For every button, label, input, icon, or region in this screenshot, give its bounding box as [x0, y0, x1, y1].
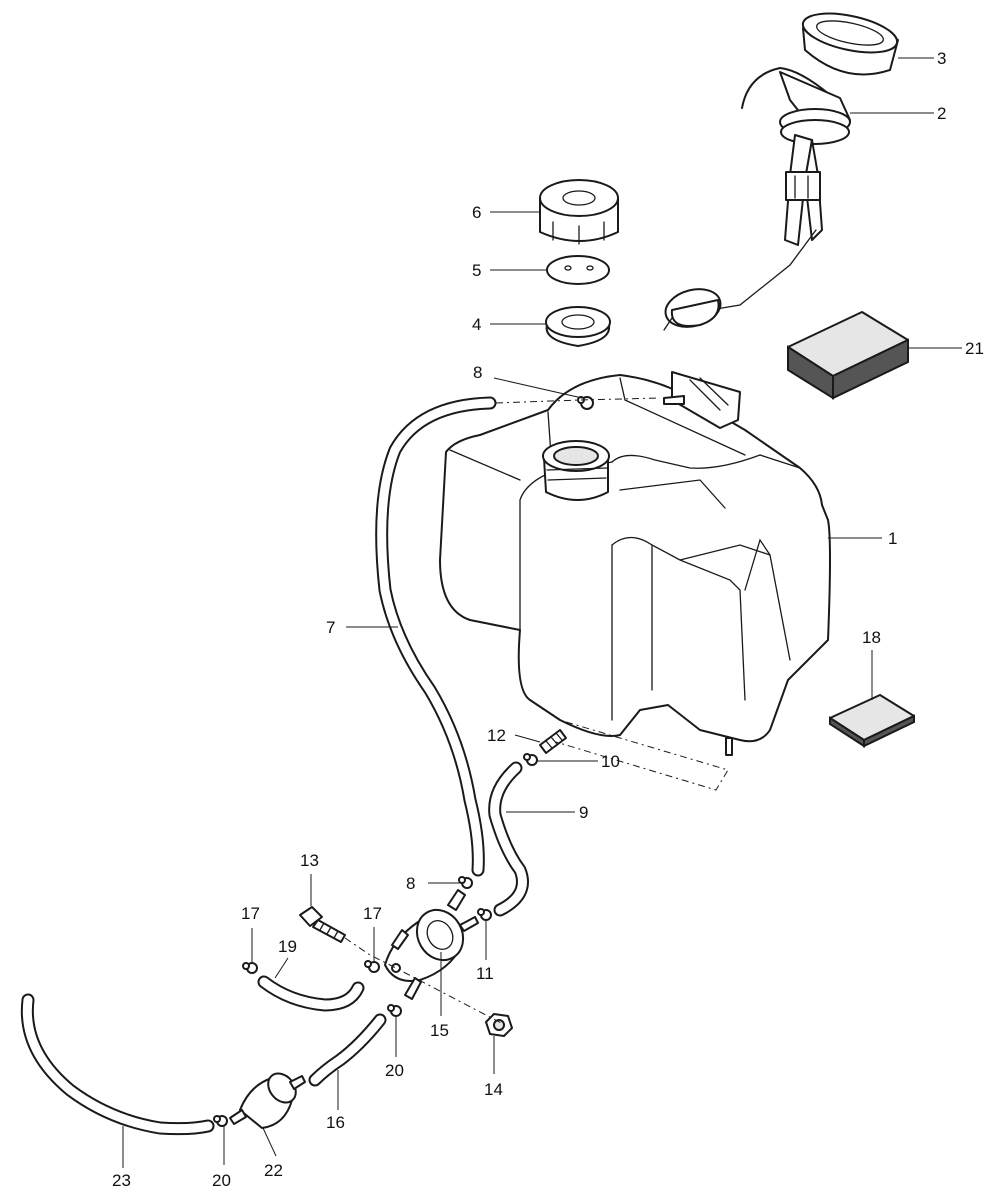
callout-16: 16 [326, 1113, 345, 1132]
callout-9: 9 [579, 803, 588, 822]
callout-18: 18 [862, 628, 881, 647]
part-13-bolt [299, 906, 346, 943]
callout-7: 7 [326, 618, 335, 637]
part-22-fuel-filter [229, 1072, 306, 1129]
part-6-tank-cap [539, 179, 619, 245]
part-4-cap-seat [545, 306, 611, 347]
part-20-clamp-upper [387, 1004, 402, 1017]
part-17-clamp-right [364, 960, 380, 973]
callout-2: 2 [937, 104, 946, 123]
callout-8-upper: 8 [473, 363, 482, 382]
part-10-clamp [523, 753, 538, 766]
leader-lines [122, 57, 962, 1168]
part-14-nut [485, 1013, 513, 1037]
callout-12: 12 [487, 726, 506, 745]
part-3-cap-ring [801, 12, 899, 76]
part-12-strainer [539, 729, 567, 754]
part-8-clamp-lower [458, 876, 473, 889]
callout-17-right: 17 [363, 904, 382, 923]
callout-8-lower: 8 [406, 874, 415, 893]
callout-3: 3 [937, 49, 946, 68]
callout-20-upper: 20 [385, 1061, 404, 1080]
callout-22: 22 [264, 1161, 283, 1180]
part-18-pad [829, 694, 915, 748]
callout-11: 11 [476, 964, 494, 983]
callout-23: 23 [112, 1171, 131, 1190]
part-9-fuel-hose [488, 761, 529, 917]
part-21-foam-block [787, 311, 909, 400]
part-15-fuel-pump [384, 889, 479, 1000]
callout-5: 5 [472, 261, 481, 280]
callout-6: 6 [472, 203, 481, 222]
callout-10: 10 [601, 752, 620, 771]
part-2-fuel-level-sender [663, 67, 851, 331]
part-11-clamp [477, 908, 492, 921]
part-1-fuel-tank [439, 371, 831, 756]
part-7-vent-hose [375, 396, 497, 877]
callout-17-left: 17 [241, 904, 260, 923]
part-17-clamp-left [242, 962, 258, 974]
callout-13: 13 [300, 851, 319, 870]
part-5-cap-gasket [546, 255, 610, 285]
part-19-hose [257, 975, 365, 1012]
callout-4: 4 [472, 315, 481, 334]
callout-14: 14 [484, 1080, 503, 1099]
callout-1: 1 [888, 529, 897, 548]
part-20-clamp-lower [213, 1115, 228, 1127]
callout-20-lower: 20 [212, 1171, 231, 1190]
callout-15: 15 [430, 1021, 449, 1040]
callout-21: 21 [965, 339, 984, 358]
callout-19: 19 [278, 937, 297, 956]
part-23-hose [20, 993, 215, 1136]
callout-numbers: 3 2 21 1 18 6 5 4 8 7 12 10 9 8 13 17 17… [112, 49, 984, 1190]
part-16-hose [308, 1013, 387, 1087]
